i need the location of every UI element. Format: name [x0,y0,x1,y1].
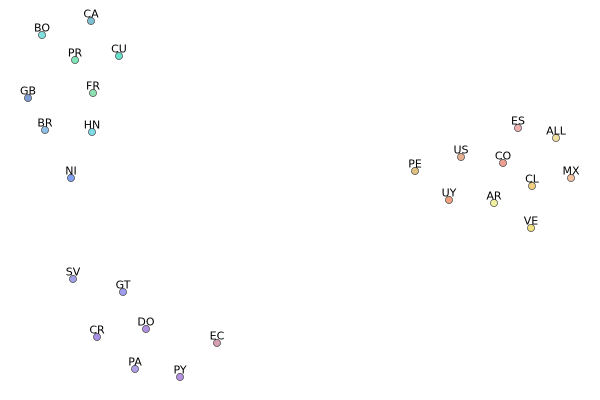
point-label-gb: GB [20,85,36,98]
point-label-fr: FR [86,80,100,93]
point-label-cu: CU [111,43,127,56]
scatter-point-mx [567,174,575,182]
scatter-point-us [457,153,465,161]
point-label-cl: CL [525,173,540,186]
point-label-bo: BO [34,22,50,35]
scatter-point-ni [67,174,75,182]
scatter-point-es [514,124,522,132]
point-label-gt: GT [116,279,131,292]
labels-layer: CA BO PR CU GB FR BR HN NI SV GT CR DO EC PA PY ES ALL US C… [20,8,580,377]
scatter-point-br [41,126,49,134]
points-layer [24,17,575,381]
point-label-pa: PA [128,356,142,369]
point-label-ca: CA [83,8,99,21]
scatter-point-fr [89,89,97,97]
point-label-br: BR [37,117,53,130]
scatter-point-py [176,373,184,381]
point-label-pe: PE [408,158,422,171]
point-label-co: CO [495,150,512,163]
scatter-point-cu [115,52,123,60]
scatter-point-pe [411,167,419,175]
point-label-us: US [453,144,468,157]
point-label-pr: PR [68,47,83,60]
point-label-sv: SV [66,266,81,279]
scatter-point-cl [528,182,536,190]
scatter-point-gb [24,94,32,102]
scatter-point-ve [527,224,535,232]
scatter-point-gt [119,288,127,296]
scatter-point-co [499,159,507,167]
scatter-point-ec [213,339,221,347]
point-label-es: ES [511,115,525,128]
point-label-uy: UY [442,187,457,200]
scatter-point-hn [88,128,96,136]
point-label-ar: AR [486,190,502,203]
scatter-point-ca [87,17,95,25]
scatter-point-uy [445,196,453,204]
point-label-cr: CR [89,324,105,337]
scatter-point-pr [71,56,79,64]
scatter-point-ar [490,199,498,207]
scatter-point-do [142,325,150,333]
point-label-py: PY [173,364,186,377]
point-label-do: DO [137,316,154,329]
point-label-ec: EC [210,330,225,343]
scatter-point-cr [93,333,101,341]
scatter-point-pa [131,365,139,373]
point-label-mx: MX [562,165,579,178]
scatter-point-bo [38,31,46,39]
scatter-point-sv [69,275,77,283]
point-label-ni: NI [65,165,76,178]
point-label-all: ALL [546,125,567,138]
point-label-ve: VE [524,215,539,228]
point-label-hn: HN [84,119,101,132]
scatter-point-all [552,134,560,142]
